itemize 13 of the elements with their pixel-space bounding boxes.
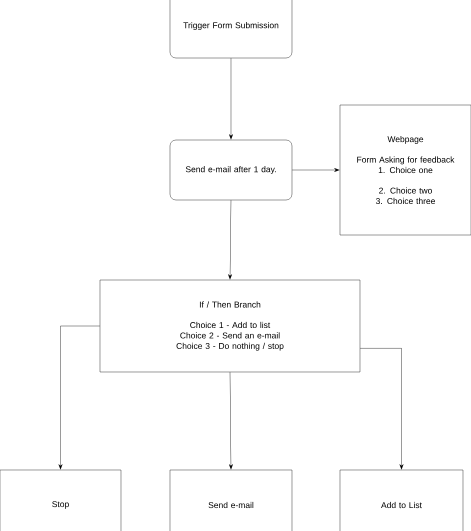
process-box: Trigger Form Submission: [170, 0, 292, 58]
arrow: [229, 58, 233, 140]
arrow: [360, 348, 404, 470]
arrow: [228, 372, 233, 470]
process-box: Send e-mail after 1 day.: [170, 140, 292, 200]
text-box: Stop: [0, 470, 122, 531]
decision-box: If / Then Branch Choice 1 - Add to list Choice 2 - Send an e-mail Choice 3 - Do nothing / stop: [100, 280, 360, 372]
arrow: [58, 326, 100, 470]
text-box: Webpage Form Asking for feedback 1. Choice one 2. Choice two 3. Choice three: [340, 104, 471, 236]
text-box: Send e-mail: [170, 470, 292, 531]
arrow: [228, 200, 232, 280]
text-box: Add to List: [340, 470, 464, 531]
arrow: [292, 168, 340, 172]
